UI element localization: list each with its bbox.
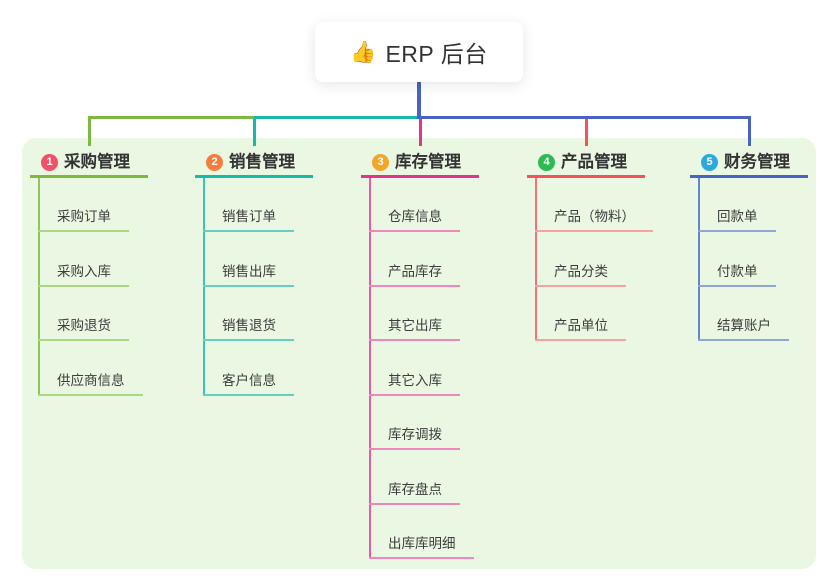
- thumbs-up-icon: 👍: [350, 40, 377, 64]
- root-title: ERP 后台: [385, 41, 488, 67]
- branch-label: 销售管理: [229, 152, 295, 171]
- child-label: 仓库信息: [388, 208, 442, 224]
- child-node[interactable]: 采购订单: [38, 202, 129, 232]
- child-spine-line: [535, 178, 537, 341]
- branch-number-badge: 2: [206, 154, 223, 171]
- branch-number-badge: 3: [372, 154, 389, 171]
- child-node[interactable]: 结算账户: [698, 311, 789, 341]
- branch-node-3[interactable]: 3 库存管理: [361, 150, 479, 178]
- child-node[interactable]: 库存调拨: [369, 420, 460, 450]
- child-node[interactable]: 采购入库: [38, 257, 129, 287]
- branch-number-badge: 4: [538, 154, 555, 171]
- child-label: 库存盘点: [388, 481, 442, 497]
- branch-drop-line: [418, 116, 422, 146]
- branch-drop-line: [87, 116, 91, 146]
- branch-drop-line: [252, 116, 256, 146]
- child-label: 其它入库: [388, 372, 442, 388]
- child-label: 产品（物料）: [554, 208, 635, 224]
- child-label: 出库库明细: [388, 535, 456, 551]
- branch-node-2[interactable]: 2 销售管理: [195, 150, 313, 178]
- child-label: 销售退货: [222, 317, 276, 333]
- child-node[interactable]: 产品（物料）: [535, 202, 653, 232]
- child-spine-line: [369, 178, 371, 559]
- child-label: 结算账户: [717, 317, 771, 333]
- child-label: 采购订单: [57, 208, 111, 224]
- child-node[interactable]: 付款单: [698, 257, 776, 287]
- child-label: 产品分类: [554, 263, 608, 279]
- root-stem-line: [417, 82, 421, 119]
- child-label: 库存调拨: [388, 426, 442, 442]
- branch-node-4[interactable]: 4 产品管理: [527, 150, 645, 178]
- child-label: 产品单位: [554, 317, 608, 333]
- trunk-segment: [89, 116, 254, 119]
- child-node[interactable]: 客户信息: [203, 366, 294, 396]
- child-node[interactable]: 出库库明细: [369, 529, 474, 559]
- branch-number-badge: 5: [701, 154, 718, 171]
- child-label: 销售订单: [222, 208, 276, 224]
- child-label: 产品库存: [388, 263, 442, 279]
- child-node[interactable]: 其它出库: [369, 311, 460, 341]
- branch-number-badge: 1: [41, 154, 58, 171]
- child-node[interactable]: 销售出库: [203, 257, 294, 287]
- child-node[interactable]: 销售退货: [203, 311, 294, 341]
- child-node[interactable]: 库存盘点: [369, 475, 460, 505]
- child-node[interactable]: 其它入库: [369, 366, 460, 396]
- child-node[interactable]: 仓库信息: [369, 202, 460, 232]
- child-node[interactable]: 产品库存: [369, 257, 460, 287]
- branch-label: 库存管理: [395, 152, 461, 171]
- child-node[interactable]: 供应商信息: [38, 366, 143, 396]
- branch-label: 产品管理: [561, 152, 627, 171]
- branch-node-1[interactable]: 1 采购管理: [30, 150, 148, 178]
- branch-drop-line: [584, 116, 588, 146]
- branch-label: 采购管理: [64, 152, 130, 171]
- child-node[interactable]: 采购退货: [38, 311, 129, 341]
- child-label: 采购入库: [57, 263, 111, 279]
- trunk-segment: [417, 116, 751, 119]
- child-label: 付款单: [717, 263, 758, 279]
- child-label: 其它出库: [388, 317, 442, 333]
- child-spine-line: [38, 178, 40, 396]
- child-node[interactable]: 产品分类: [535, 257, 626, 287]
- child-label: 客户信息: [222, 372, 276, 388]
- child-spine-line: [698, 178, 700, 341]
- child-label: 供应商信息: [57, 372, 125, 388]
- branch-label: 财务管理: [724, 152, 790, 171]
- root-node[interactable]: 👍 ERP 后台: [315, 22, 523, 82]
- child-node[interactable]: 产品单位: [535, 311, 626, 341]
- branch-drop-line: [747, 116, 751, 146]
- branch-node-5[interactable]: 5 财务管理: [690, 150, 808, 178]
- trunk-segment: [254, 116, 422, 119]
- child-node[interactable]: 回款单: [698, 202, 776, 232]
- branches-panel: [22, 138, 816, 569]
- child-spine-line: [203, 178, 205, 396]
- child-label: 回款单: [717, 208, 758, 224]
- child-label: 采购退货: [57, 317, 111, 333]
- child-node[interactable]: 销售订单: [203, 202, 294, 232]
- child-label: 销售出库: [222, 263, 276, 279]
